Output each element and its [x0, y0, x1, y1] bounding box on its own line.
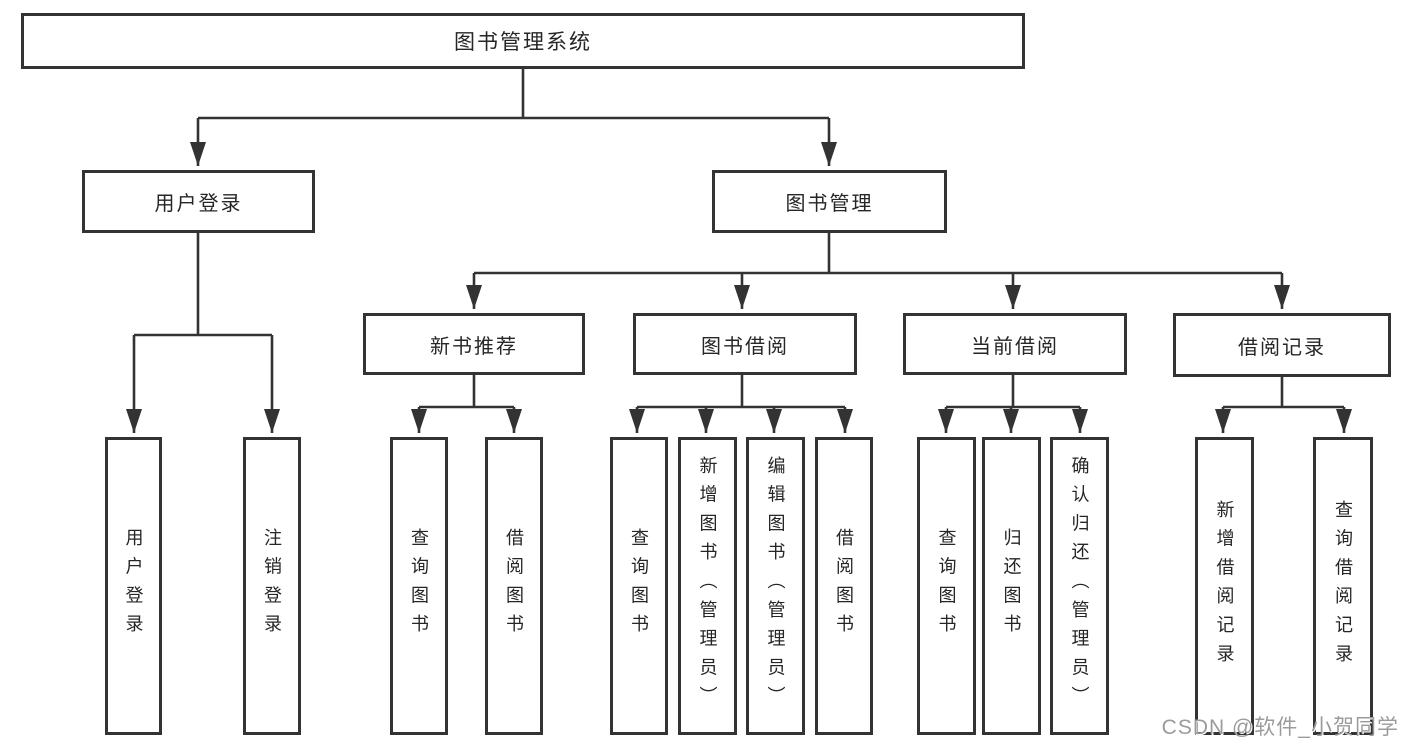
connector-root-to-level2	[190, 69, 837, 166]
leaf-recommend-query-books: 查询图书	[390, 437, 448, 735]
leaf-logout: 注销登录	[243, 437, 301, 735]
node-book-management: 图书管理	[712, 170, 947, 233]
connector-current-to-leaves	[938, 375, 1088, 433]
connector-records-to-leaves	[1215, 377, 1352, 433]
connector-user-login-to-leaves	[126, 233, 280, 433]
node-current-borrow: 当前借阅	[903, 313, 1127, 375]
connector-recommend-to-leaves	[411, 375, 522, 433]
leaf-current-query-books: 查询图书	[917, 437, 976, 735]
node-book-borrow: 图书借阅	[633, 313, 857, 375]
leaf-current-return-books: 归还图书	[982, 437, 1041, 735]
leaf-borrow-add-books-admin: 新增图书（管理员）	[678, 437, 737, 735]
leaf-records-query-record: 查询借阅记录	[1313, 437, 1373, 735]
node-user-login: 用户登录	[82, 170, 315, 233]
node-new-book-recommend: 新书推荐	[363, 313, 585, 375]
connector-borrow-to-leaves	[629, 375, 853, 433]
node-borrow-records: 借阅记录	[1173, 313, 1391, 377]
csdn-watermark: CSDN @软件_小贺同学	[1161, 716, 1399, 739]
connector-book-management-to-level3	[466, 233, 1290, 309]
leaf-records-add-record: 新增借阅记录	[1195, 437, 1254, 735]
node-library-management-system: 图书管理系统	[21, 13, 1025, 69]
leaf-borrow-edit-books-admin: 编辑图书（管理员）	[746, 437, 805, 735]
leaf-user-login: 用户登录	[105, 437, 162, 735]
leaf-recommend-borrow-books: 借阅图书	[485, 437, 543, 735]
leaf-current-confirm-return-admin: 确认归还（管理员）	[1050, 437, 1109, 735]
leaf-borrow-query-books: 查询图书	[610, 437, 668, 735]
leaf-borrow-borrow-books: 借阅图书	[815, 437, 873, 735]
